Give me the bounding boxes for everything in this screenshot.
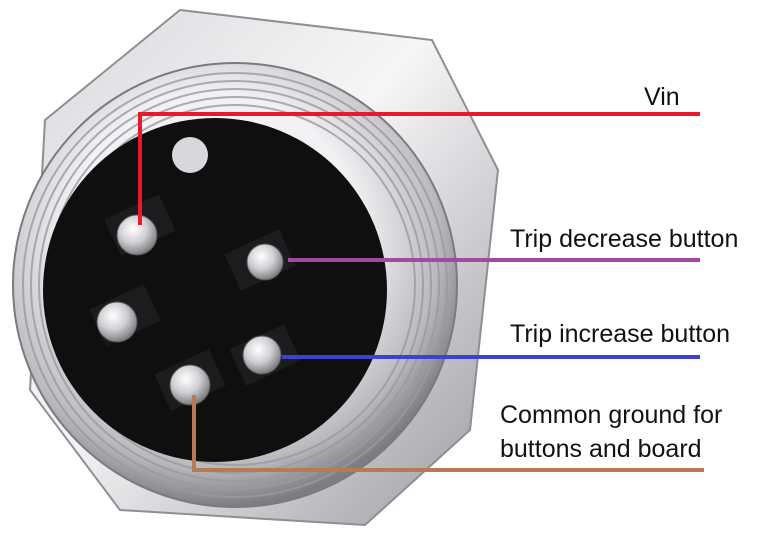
- common-ground-label: Common ground for buttons and board: [500, 401, 723, 463]
- pin-trip-decrease: [246, 243, 284, 281]
- key-notch: [172, 137, 208, 173]
- trip-increase-label: Trip increase button: [510, 320, 731, 348]
- pin-vin: [116, 214, 158, 256]
- pins: [96, 214, 284, 406]
- pin-unused: [96, 301, 138, 343]
- insulator-face: [43, 118, 387, 462]
- vin-label: Vin: [644, 83, 680, 111]
- pin-common-ground: [169, 364, 211, 406]
- pin-trip-increase: [242, 335, 282, 375]
- vin-leader-line: [138, 112, 700, 225]
- trip-decrease-label: Trip decrease button: [510, 225, 739, 253]
- common-ground-leader-line: [192, 395, 704, 472]
